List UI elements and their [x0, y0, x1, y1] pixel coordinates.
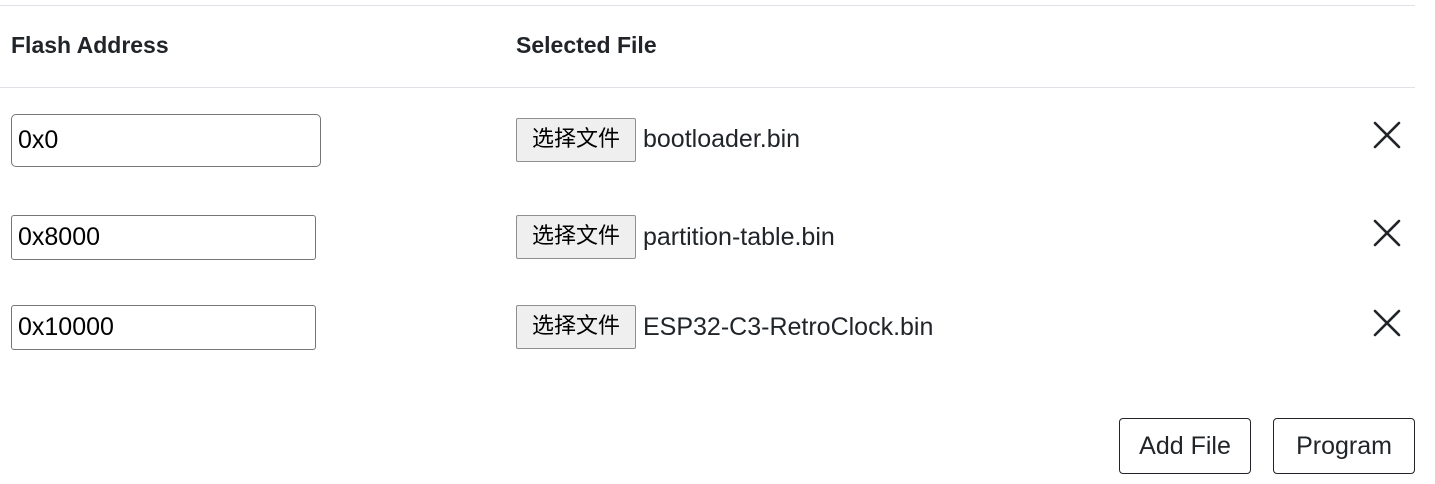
remove-row-button[interactable] — [1370, 216, 1404, 250]
selected-file-name: partition-table.bin — [643, 223, 835, 251]
close-icon — [1373, 309, 1401, 337]
choose-file-button[interactable]: 选择文件 — [516, 305, 636, 349]
remove-row-button[interactable] — [1370, 118, 1404, 152]
program-button[interactable]: Program — [1273, 418, 1415, 474]
selected-file-name: bootloader.bin — [643, 125, 801, 153]
close-icon — [1373, 121, 1401, 149]
header-flash-address: Flash Address — [11, 32, 169, 58]
flash-address-input[interactable] — [11, 215, 316, 260]
flash-address-input[interactable] — [11, 114, 321, 167]
remove-row-button[interactable] — [1370, 306, 1404, 340]
choose-file-button[interactable]: 选择文件 — [516, 215, 636, 259]
header-divider — [0, 87, 1415, 88]
close-icon — [1373, 219, 1401, 247]
table-top-divider — [0, 5, 1415, 6]
selected-file-name: ESP32-C3-RetroClock.bin — [643, 313, 934, 341]
choose-file-button[interactable]: 选择文件 — [516, 118, 636, 162]
flash-address-input[interactable] — [11, 305, 316, 350]
add-file-button[interactable]: Add File — [1119, 418, 1251, 474]
header-selected-file: Selected File — [516, 32, 657, 58]
